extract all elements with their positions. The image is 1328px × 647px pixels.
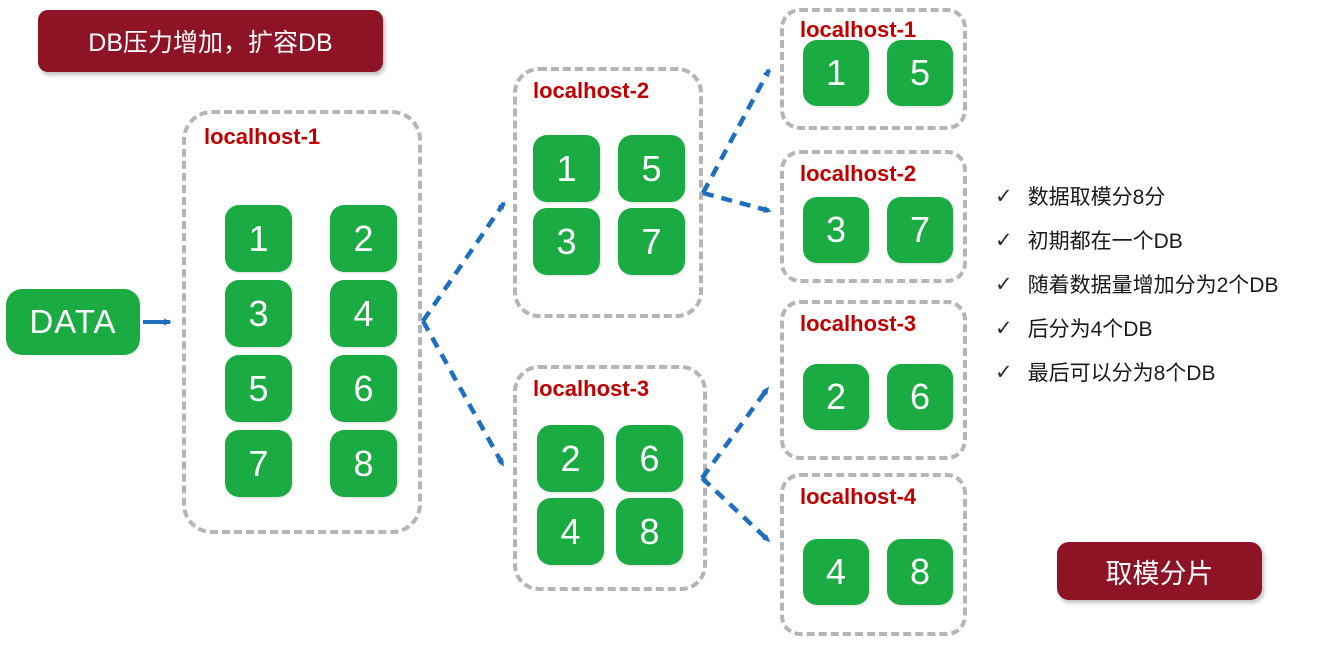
banner-modulo-sharding-label: 取模分片	[1105, 558, 1214, 589]
list-item: ✓ 后分为4个DB	[995, 306, 1278, 350]
shard-box: 8	[330, 430, 397, 497]
shard-box: 5	[225, 355, 292, 422]
shard-box: 6	[616, 425, 683, 492]
data-source-label: DATA	[29, 303, 117, 340]
notes-list: ✓ 数据取模分8分 ✓ 初期都在一个DB ✓ 随着数据量增加分为2个DB ✓ 后…	[995, 174, 1278, 394]
stage2-localhost-3-container: localhost-3 2 6 4 8	[513, 365, 707, 591]
shard-box: 7	[225, 430, 292, 497]
stage2-localhost-3-shard-grid: 2 6 4 8	[537, 425, 683, 565]
banner-modulo-sharding: 取模分片	[1057, 542, 1262, 600]
shard-box: 2	[537, 425, 604, 492]
list-item: ✓ 随着数据量增加分为2个DB	[995, 262, 1278, 306]
shard-box: 3	[225, 280, 292, 347]
list-item-text: 后分为4个DB	[1027, 318, 1153, 341]
stage3-localhost-3-shard-grid: 2 6	[803, 364, 953, 430]
stage3-localhost-4-container: localhost-4 4 8	[780, 473, 967, 636]
stage3-localhost-2-container: localhost-2 3 7	[780, 150, 967, 283]
stage3-host-label: localhost-2	[800, 161, 917, 186]
check-icon: ✓	[995, 316, 1013, 340]
check-icon: ✓	[995, 184, 1013, 208]
arrow-localhost2-to-stage3-localhost2	[702, 190, 772, 214]
list-item: ✓ 初期都在一个DB	[995, 218, 1278, 262]
arrow-stage1-to-localhost3	[421, 319, 505, 467]
shard-box: 8	[887, 539, 953, 605]
shard-box: 4	[330, 280, 397, 347]
arrow-localhost2-to-stage3-localhost1	[701, 68, 771, 195]
shard-box: 8	[616, 498, 683, 565]
list-item-text: 随着数据量增加分为2个DB	[1027, 274, 1279, 297]
shard-box: 1	[533, 135, 600, 202]
list-item-text: 最后可以分为8个DB	[1027, 362, 1216, 385]
shard-box: 4	[537, 498, 604, 565]
stage3-localhost-3-container: localhost-3 2 6	[780, 300, 967, 460]
stage2-host-label: localhost-3	[533, 376, 650, 401]
arrow-stage1-to-localhost2	[421, 201, 506, 323]
stage1-localhost-1-container: localhost-1 1 2 3 4 5 6 7 8	[182, 110, 422, 534]
banner-scale-db-label: DB压力增加，扩容DB	[88, 29, 333, 57]
check-icon: ✓	[995, 360, 1013, 384]
shard-box: 2	[803, 364, 869, 430]
shard-box: 5	[618, 135, 685, 202]
check-icon: ✓	[995, 228, 1013, 252]
shard-box: 1	[803, 40, 869, 106]
list-item: ✓ 数据取模分8分	[995, 174, 1278, 218]
shard-box: 2	[330, 205, 397, 272]
stage3-localhost-4-shard-grid: 4 8	[803, 539, 953, 605]
shard-box: 3	[533, 208, 600, 275]
stage3-host-label: localhost-1	[800, 17, 917, 42]
shard-box: 6	[330, 355, 397, 422]
arrow-localhost3-to-stage3-localhost3	[700, 386, 770, 480]
stage2-localhost-2-shard-grid: 1 5 3 7	[533, 135, 685, 275]
banner-scale-db: DB压力增加，扩容DB	[38, 10, 383, 72]
data-source-box: DATA	[6, 289, 140, 355]
list-item-text: 初期都在一个DB	[1027, 230, 1183, 253]
stage3-localhost-1-container: localhost-1 1 5	[780, 8, 967, 130]
list-item: ✓ 最后可以分为8个DB	[995, 350, 1278, 394]
shard-box: 5	[887, 40, 953, 106]
stage3-localhost-1-shard-grid: 1 5	[803, 40, 953, 106]
shard-box: 7	[887, 197, 953, 263]
check-icon: ✓	[995, 272, 1013, 296]
stage3-host-label: localhost-3	[800, 311, 917, 336]
shard-box: 7	[618, 208, 685, 275]
stage1-shard-grid: 1 2 3 4 5 6 7 8	[225, 205, 397, 497]
shard-box: 6	[887, 364, 953, 430]
stage2-localhost-2-container: localhost-2 1 5 3 7	[513, 67, 703, 318]
shard-box: 1	[225, 205, 292, 272]
shard-box: 3	[803, 197, 869, 263]
shard-box: 4	[803, 539, 869, 605]
stage1-host-label: localhost-1	[204, 124, 321, 149]
stage2-host-label: localhost-2	[533, 78, 650, 103]
list-item-text: 数据取模分8分	[1027, 186, 1166, 209]
stage3-host-label: localhost-4	[800, 484, 917, 509]
arrow-localhost3-to-stage3-localhost4	[700, 476, 771, 543]
stage3-localhost-2-shard-grid: 3 7	[803, 197, 953, 263]
